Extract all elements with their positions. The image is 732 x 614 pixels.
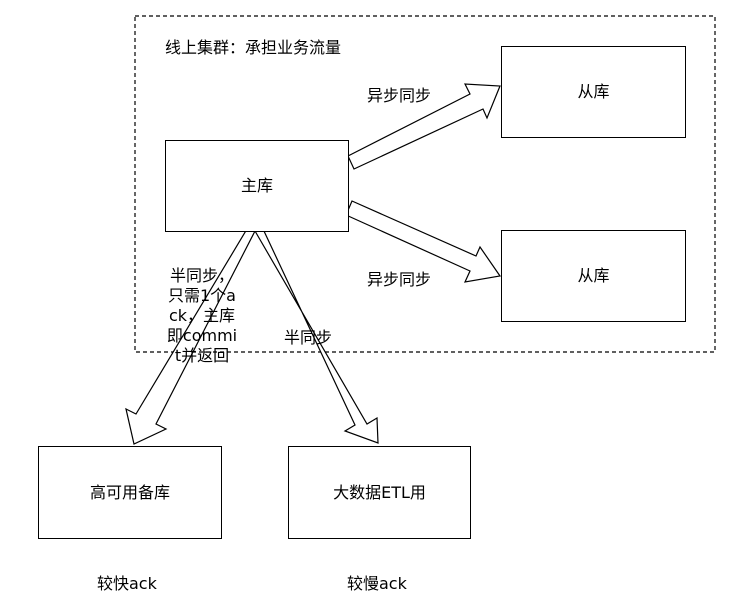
etl-node: 大数据ETL用 [288, 446, 471, 539]
standby-node: 高可用备库 [38, 446, 222, 539]
slave2-node-label: 从库 [577, 266, 610, 285]
async-label-1: 异步同步 [367, 86, 432, 105]
semi-sync-standby-label: 半同步，只需1个ack，主库即commit并返回 [166, 266, 238, 365]
master-node-label: 主库 [240, 176, 273, 195]
standby-node-label: 高可用备库 [89, 482, 170, 502]
cluster-boundary [134, 15, 716, 353]
slow-ack-note: 较慢ack [347, 574, 407, 593]
arrow-master-to-slave1 [347, 83, 501, 170]
arrow-master-to-slave2 [345, 200, 502, 283]
master-node: 主库 [165, 140, 349, 232]
arrow-master-to-etl [254, 228, 379, 444]
slave2-node: 从库 [501, 230, 686, 322]
etl-node-label: 大数据ETL用 [333, 482, 426, 502]
arrow-master-to-standby [125, 228, 256, 445]
semi-sync-etl-label: 半同步 [284, 328, 333, 347]
slave1-node: 从库 [501, 46, 686, 138]
slave1-node-label: 从库 [577, 82, 610, 101]
async-label-2: 异步同步 [367, 270, 432, 289]
cluster-label: 线上集群：承担业务流量 [165, 38, 342, 57]
fast-ack-note: 较快ack [97, 574, 157, 593]
